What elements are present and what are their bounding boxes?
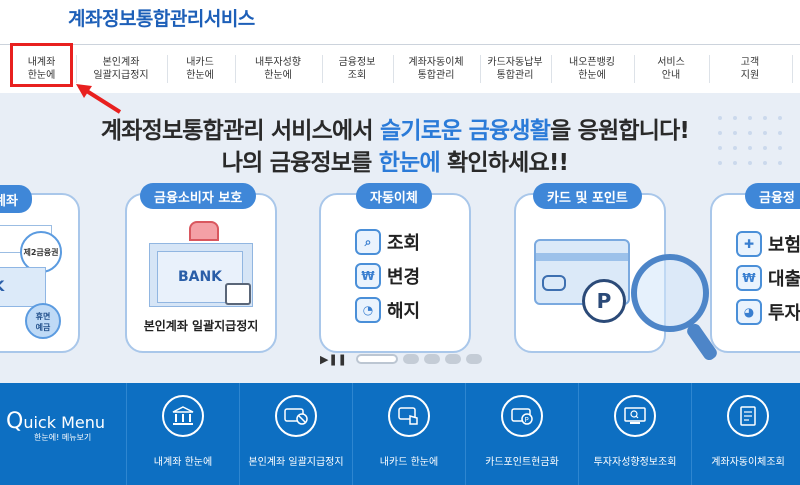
finance-insurance[interactable]: ✚보험 xyxy=(736,231,800,257)
bank-card: ANK xyxy=(0,267,46,307)
hero-headline-2: 나의 금융정보를 한눈에 확인하세요!! xyxy=(221,150,569,176)
card-point-icon: P xyxy=(501,395,543,437)
monitor-search-icon xyxy=(614,395,656,437)
card-finance-info[interactable]: ✚보험 ₩대출 ◕투자 xyxy=(710,193,800,353)
card-tag-card-points: 카드 및 포인트 xyxy=(533,183,642,209)
quick-menu-title: Quick Menu 한눈에! 메뉴보기 xyxy=(6,409,105,443)
alarm-icon xyxy=(189,221,219,241)
magnifier-icon xyxy=(631,254,717,361)
search-icon: ⌕ xyxy=(355,229,381,255)
auto-transfer-change[interactable]: ₩변경 xyxy=(355,263,420,289)
card-tag-finance-info: 금융정 xyxy=(745,183,800,209)
card-block-icon xyxy=(275,395,317,437)
quick-my-cards[interactable]: 내카드 한눈에 xyxy=(353,383,465,485)
carousel-dot-2[interactable] xyxy=(402,354,419,364)
svg-text:P: P xyxy=(525,416,529,424)
carousel-dot-1[interactable] xyxy=(355,354,398,364)
auto-transfer-query[interactable]: ⌕조회 xyxy=(355,229,420,255)
card-card-points[interactable]: P xyxy=(514,193,666,353)
bank-building-icon xyxy=(162,395,204,437)
quick-invest-profile[interactable]: 투자자성향정보조회 xyxy=(579,383,691,485)
carousel-controls: ▶❚❚ xyxy=(320,352,482,366)
quick-menu-bar: Quick Menu 한눈에! 메뉴보기 내계좌 한눈에 본인계좌 일괄지급정지… xyxy=(0,383,800,485)
site-logo[interactable]: 계좌정보통합관리서비스 xyxy=(68,8,255,30)
card-consumer-protection[interactable]: BANK 본인계좌 일괄지급정지 xyxy=(125,193,277,353)
carousel-dot-3[interactable] xyxy=(423,354,440,364)
carousel-dot-4[interactable] xyxy=(444,354,461,364)
auto-transfer-cancel[interactable]: ◔해지 xyxy=(355,297,420,323)
card-tag-auto-transfer: 자동이체 xyxy=(356,183,432,209)
document-card-icon xyxy=(727,395,769,437)
carousel-dot-5[interactable] xyxy=(465,354,482,364)
pointer-arrow-icon xyxy=(76,84,122,114)
card-tag-consumer-protection: 금융소비자 보호 xyxy=(140,183,257,209)
lock-icon xyxy=(225,283,251,305)
card-tag-account: 계좌 xyxy=(0,185,32,213)
card-auto-transfer[interactable]: ⌕조회 ₩변경 ◔해지 xyxy=(319,193,471,353)
play-pause-icon[interactable]: ▶❚❚ xyxy=(320,352,347,366)
shield-icon: ✚ xyxy=(736,231,762,257)
quick-card-points-cash[interactable]: P 카드포인트현금화 xyxy=(466,383,578,485)
pie-chart-icon: ◕ xyxy=(736,299,762,325)
hero-banner: 계좌정보통합관리 서비스에서 슬기로운 금융생활을 응원합니다! 나의 금융정보… xyxy=(0,93,800,383)
dot-pattern-icon xyxy=(718,116,782,165)
card-caption: 본인계좌 일괄지급정지 xyxy=(143,319,259,333)
card-touch-icon xyxy=(388,395,430,437)
quick-my-accounts[interactable]: 내계좌 한눈에 xyxy=(127,383,239,485)
finance-invest[interactable]: ◕투자 xyxy=(736,299,800,325)
quick-auto-transfer[interactable]: 계좌자동이체조회 xyxy=(692,383,800,485)
finance-loan[interactable]: ₩대출 xyxy=(736,265,800,291)
point-coin-icon: P xyxy=(582,279,626,323)
quick-account-stop[interactable]: 본인계좌 일괄지급정지 xyxy=(240,383,352,485)
highlight-box xyxy=(10,43,73,87)
piggy-bank-icon: ◔ xyxy=(355,297,381,323)
won-coin-icon: ₩ xyxy=(736,265,762,291)
won-icon: ₩ xyxy=(355,263,381,289)
hero-headline-1: 계좌정보통합관리 서비스에서 슬기로운 금융생활을 응원합니다! xyxy=(100,118,690,144)
